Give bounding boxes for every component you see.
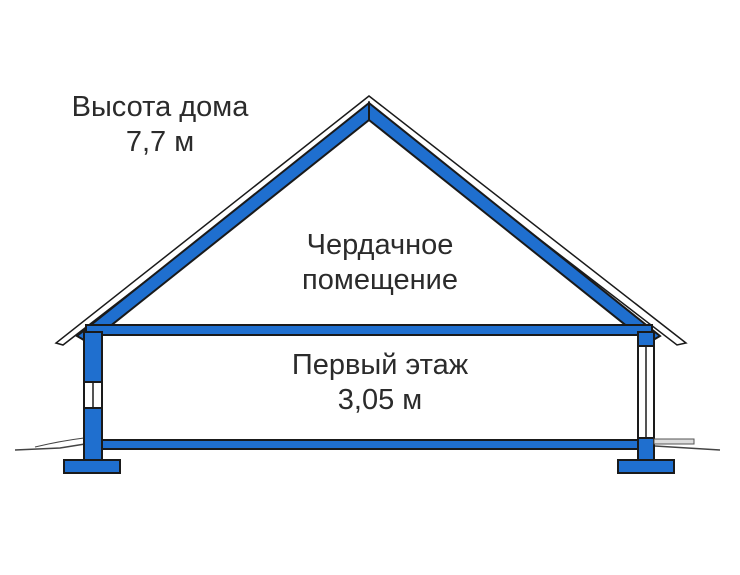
first-floor-label: Первый этаж 3,05 м: [250, 348, 510, 418]
right-foundation: [617, 459, 675, 474]
house-height-value: 7,7 м: [125, 126, 195, 158]
attic-label-line1: Чердачное: [306, 229, 454, 261]
roof-rafter-right: [368, 100, 662, 345]
attic-label: Чердачное помещение: [255, 228, 505, 298]
ground-slope-left: [34, 437, 85, 448]
first-floor-value: 3,05 м: [337, 384, 423, 416]
right-wall-bottom: [637, 437, 655, 461]
house-height-label: Высота дома 7,7 м: [40, 90, 280, 160]
right-wall-top: [637, 331, 655, 347]
ground-floor-slab: [85, 439, 653, 450]
right-porch-step: [653, 438, 695, 445]
first-floor-title: Первый этаж: [291, 349, 469, 381]
left-foundation: [63, 459, 121, 474]
left-wall-lower: [83, 407, 103, 461]
left-wall-upper: [83, 331, 103, 383]
attic-floor-slab: [85, 324, 653, 336]
house-height-title: Высота дома: [71, 91, 249, 123]
attic-label-line2: помещение: [302, 264, 458, 296]
